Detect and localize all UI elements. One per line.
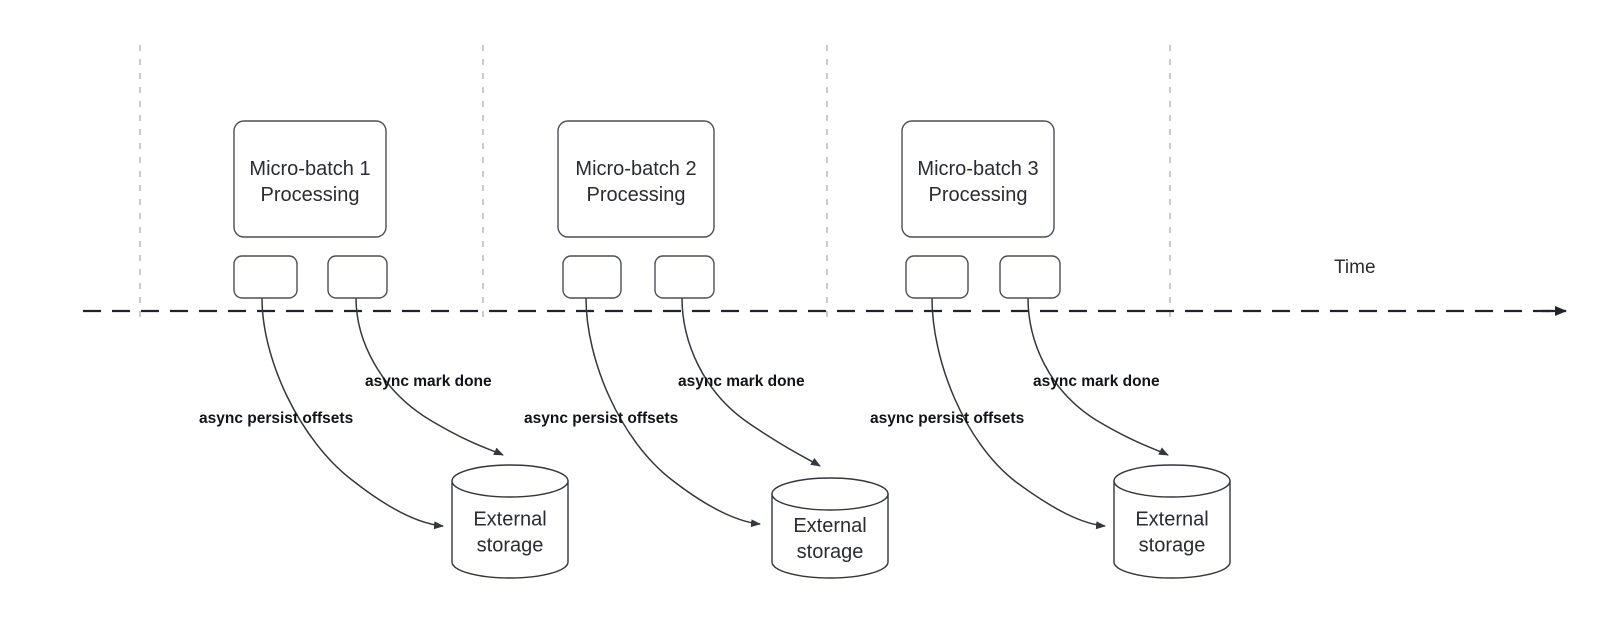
mark-done-tick-1[interactable] — [327, 255, 388, 299]
mark-done-tick-2[interactable] — [654, 255, 715, 299]
batch-shapes — [233, 120, 1231, 579]
edge-label-async-persist-offsets-1: async persist offsets — [199, 410, 353, 427]
edge-async-mark-done-2 — [681, 297, 821, 467]
external-storage-label-line2-1: storage — [477, 535, 544, 557]
micro-batch-title-line2-2: Processing — [587, 184, 686, 206]
micro-batch-processing-box-2[interactable] — [557, 120, 715, 238]
persist-offsets-tick-2[interactable] — [562, 255, 622, 299]
micro-batch-title-line1-3: Micro-batch 3 — [917, 158, 1038, 180]
external-storage-cylinder-top-2 — [771, 477, 889, 511]
external-storage-cylinder-top-1 — [451, 464, 569, 498]
micro-batch-processing-box-3[interactable] — [901, 120, 1055, 238]
edge-label-async-mark-done-1: async mark done — [365, 373, 492, 390]
external-storage-cylinder-body-1[interactable] — [451, 480, 569, 579]
external-storage-label-line2-2: storage — [797, 541, 864, 563]
external-storage-label-line2-3: storage — [1139, 535, 1206, 557]
async-edges — [261, 297, 1169, 530]
external-storage-cylinder-top-3 — [1113, 464, 1231, 498]
external-storage-cylinder-body-2[interactable] — [771, 493, 889, 579]
edge-async-persist-offsets-2 — [585, 297, 761, 528]
persist-offsets-tick-1[interactable] — [233, 255, 298, 299]
edge-label-async-mark-done-3: async mark done — [1033, 373, 1160, 390]
edge-async-mark-done-3 — [1027, 297, 1169, 456]
external-storage-label-line1-3: External — [1135, 509, 1208, 531]
edge-label-async-persist-offsets-3: async persist offsets — [870, 410, 1024, 427]
micro-batch-title-line2-3: Processing — [929, 184, 1028, 206]
micro-batch-title-line1-2: Micro-batch 2 — [575, 158, 696, 180]
external-storage-label-line1-2: External — [793, 515, 866, 537]
time-axis-label: Time — [1334, 257, 1376, 278]
micro-batch-title-line2-1: Processing — [261, 184, 360, 206]
micro-batch-processing-box-1[interactable] — [233, 120, 387, 238]
edge-async-mark-done-1 — [355, 297, 504, 456]
micro-batch-title-line1-1: Micro-batch 1 — [249, 158, 370, 180]
mark-done-tick-3[interactable] — [999, 255, 1061, 299]
persist-offsets-tick-3[interactable] — [905, 255, 969, 299]
diagram-text-labels: Time async persist offsets async mark done… — [199, 158, 1376, 563]
edge-async-persist-offsets-1 — [261, 297, 444, 530]
external-storage-label-line1-1: External — [473, 509, 546, 531]
edge-label-async-mark-done-2: async mark done — [678, 373, 805, 390]
edge-label-async-persist-offsets-2: async persist offsets — [524, 410, 678, 427]
batch-boundary-separators — [139, 45, 1171, 318]
external-storage-cylinder-body-3[interactable] — [1113, 480, 1231, 579]
edge-async-persist-offsets-3 — [931, 297, 1106, 530]
